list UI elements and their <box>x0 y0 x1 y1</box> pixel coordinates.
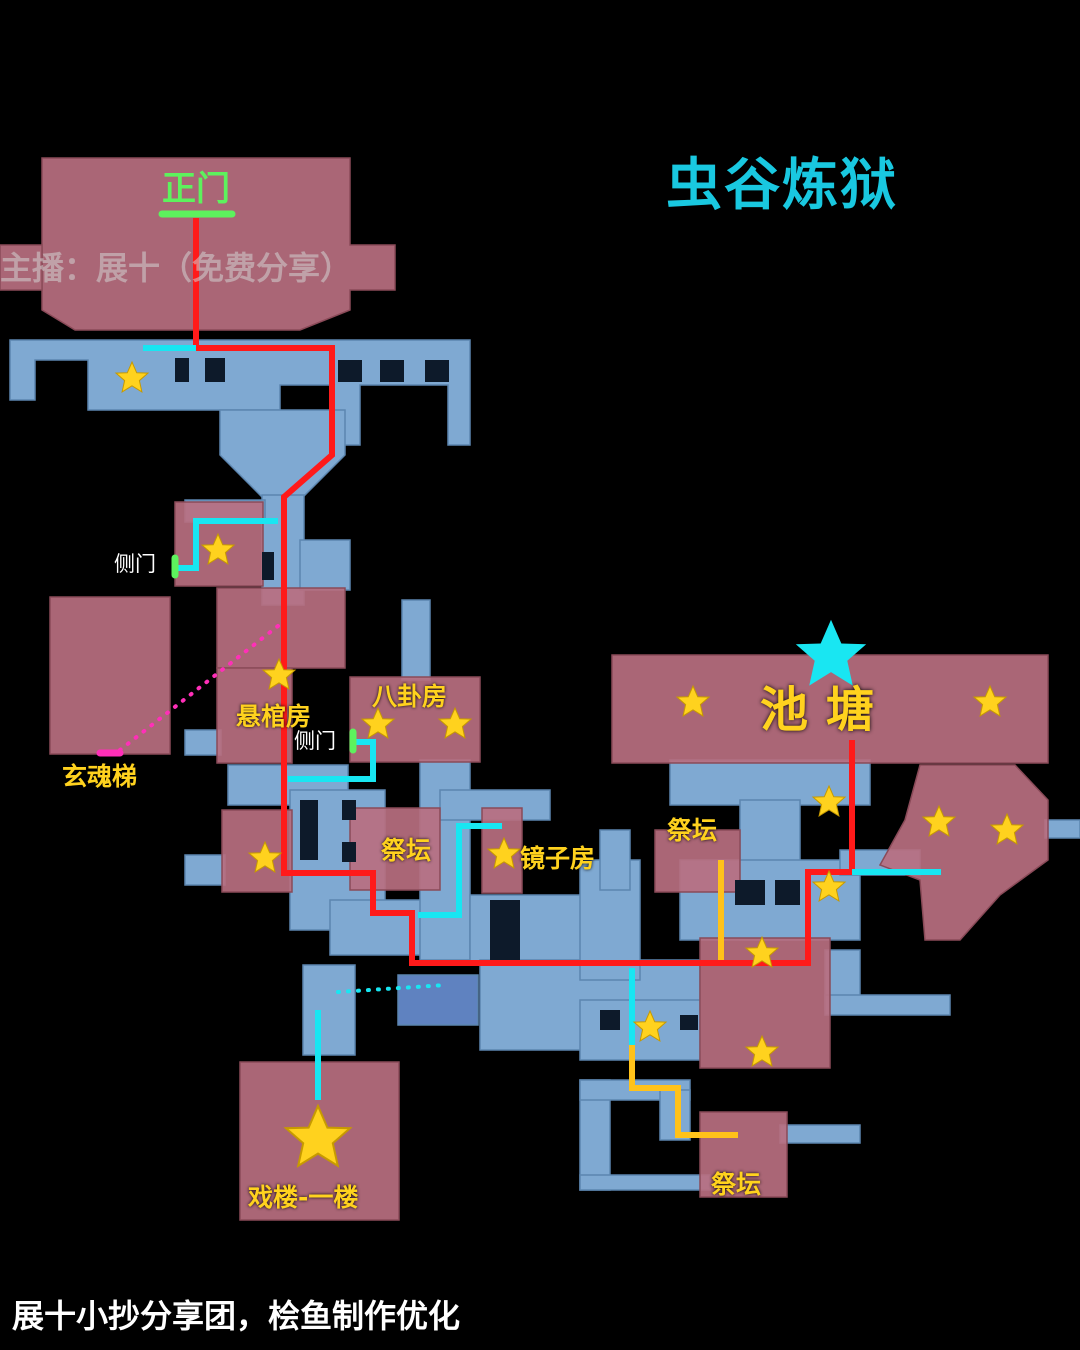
main-entrance-label: 正门 <box>162 169 230 209</box>
main-route <box>193 218 855 966</box>
watermark: 展十 <box>498 691 578 737</box>
side-door-1-label: 侧门 <box>114 552 156 576</box>
streamer-credit: 主播：展十（免费分享） <box>0 249 353 287</box>
side-door-2-label: 侧门 <box>294 729 336 753</box>
map-title: 虫谷炼狱 <box>666 153 898 218</box>
dotted-paths <box>118 624 448 994</box>
altar-3-label: 祭坛 <box>711 1170 762 1199</box>
mirror-room-label: 镜子房 <box>520 844 596 873</box>
opera-building-label: 戏楼-一楼 <box>248 1183 359 1212</box>
door-markers <box>96 210 357 757</box>
xuanhun-ladder-label: 玄魂梯 <box>62 762 138 791</box>
alt-routes <box>629 860 738 1138</box>
footer-credit: 展十小抄分享团，桧鱼制作优化 <box>12 1297 461 1335</box>
altar-1-label: 祭坛 <box>381 836 432 865</box>
coffin-room-label: 悬棺房 <box>236 702 312 731</box>
altar-2-label: 祭坛 <box>667 816 718 845</box>
pond-label: 池塘 <box>760 682 893 738</box>
corridor-layer <box>9 339 1080 1191</box>
side-routes <box>143 345 941 1100</box>
corridor-holes <box>175 358 800 1030</box>
bagua-room-label: 八卦房 <box>372 682 448 711</box>
